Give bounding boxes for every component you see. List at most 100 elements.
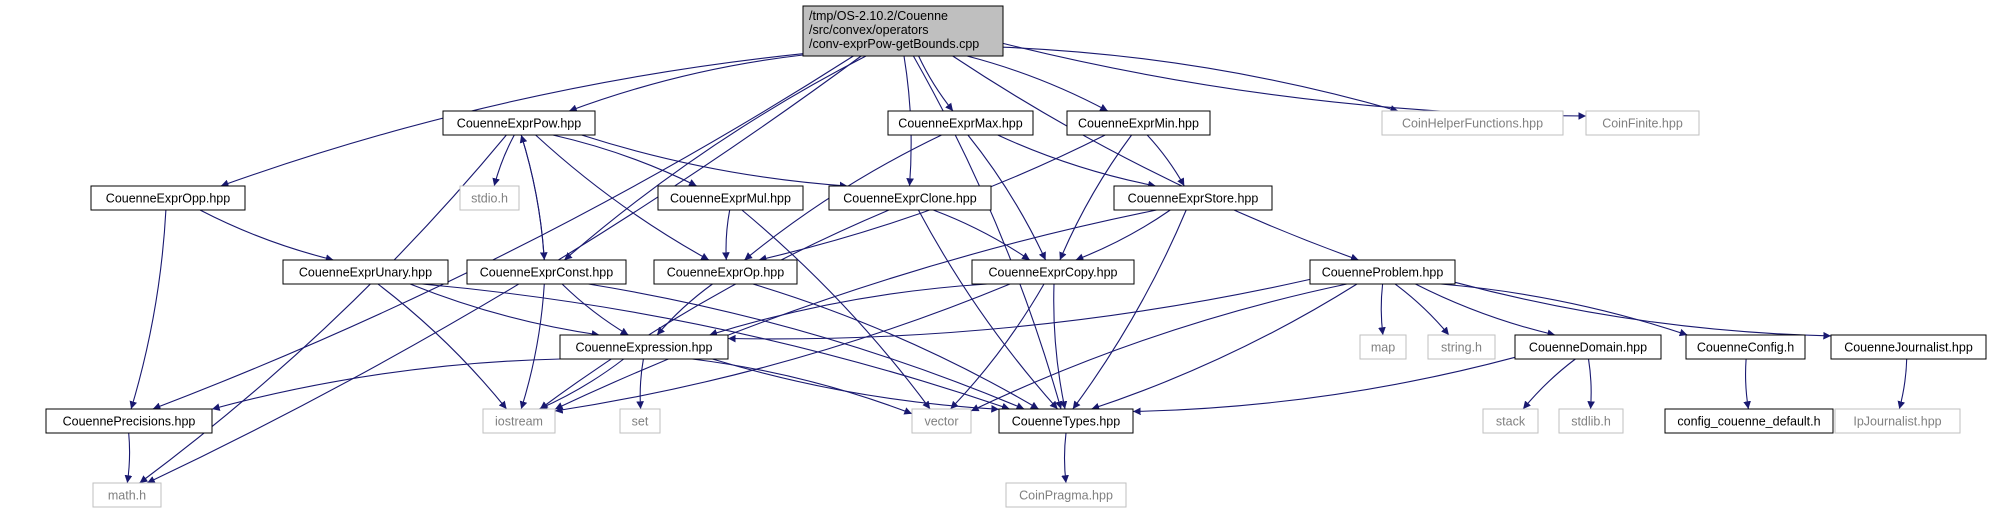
node-stdio: stdio.h — [459, 185, 520, 211]
node-label: CouenneTypes.hpp — [1012, 415, 1120, 429]
node-label: CouenneConfig.h — [1697, 341, 1794, 355]
node-min[interactable]: CouenneExprMin.hpp — [1066, 110, 1211, 136]
node-box — [1834, 408, 1961, 434]
node-label: iostream — [495, 415, 543, 429]
root-label-line: /tmp/OS-2.10.2/Couenne — [809, 9, 948, 23]
edge-pow-to-stdio — [492, 134, 515, 187]
node-const[interactable]: CouenneExprConst.hpp — [466, 259, 627, 285]
node-config[interactable]: CouenneConfig.h — [1685, 334, 1806, 360]
node-mathh: math.h — [92, 482, 162, 508]
node-box — [1381, 110, 1564, 136]
edge-root-to-min — [966, 55, 1109, 112]
edge-mul-to-vector — [741, 209, 931, 410]
node-label: config_couenne_default.h — [1677, 415, 1820, 429]
edge-min-to-copy — [1059, 134, 1133, 261]
edge-root-to-coinhelper — [1002, 46, 1399, 113]
node-label: CouenneExprPow.hpp — [457, 117, 581, 131]
edge-clone-to-iostream — [539, 209, 890, 410]
node-domain[interactable]: CouenneDomain.hpp — [1514, 334, 1662, 360]
node-box — [559, 334, 729, 360]
node-configdefault[interactable]: config_couenne_default.h — [1664, 408, 1834, 434]
node-types[interactable]: CouenneTypes.hpp — [998, 408, 1134, 434]
node-mul[interactable]: CouenneExprMul.hpp — [657, 185, 804, 211]
node-label: CouenneProblem.hpp — [1322, 266, 1444, 280]
node-label: stack — [1496, 415, 1526, 429]
node-box — [911, 408, 972, 434]
edge-root-to-const — [563, 55, 867, 261]
edge-copy-to-types — [1053, 283, 1068, 410]
edge-max-to-store — [997, 134, 1156, 189]
node-box — [1309, 259, 1456, 285]
edge-const-to-expression — [561, 283, 629, 336]
node-label: CouenneJournalist.hpp — [1844, 341, 1973, 355]
node-set: set — [619, 408, 661, 434]
edge-op-to-expression — [656, 283, 713, 336]
node-journalist[interactable]: CouenneJournalist.hpp — [1830, 334, 1987, 360]
node-box — [92, 482, 162, 508]
node-label: CouenneExprClone.hpp — [843, 192, 976, 206]
node-label: CoinPragma.hpp — [1019, 489, 1113, 503]
node-expression[interactable]: CouenneExpression.hpp — [559, 334, 729, 360]
edge-opp-to-unary — [199, 209, 334, 262]
node-label: CouenneExprCopy.hpp — [988, 266, 1117, 280]
edge-min-to-store — [1146, 134, 1185, 187]
edge-mul-to-op — [722, 209, 731, 261]
edge-expression-to-iostream — [539, 358, 625, 410]
root-label-line: /src/convex/operators — [809, 23, 929, 37]
node-box — [45, 408, 213, 434]
edge-problem-to-types — [1091, 283, 1358, 411]
node-box — [1482, 408, 1539, 434]
node-box — [1359, 334, 1407, 360]
edge-clone-to-copy — [933, 209, 1031, 261]
node-op[interactable]: CouenneExprOp.hpp — [653, 259, 798, 285]
node-label: CouennePrecisions.hpp — [63, 415, 196, 429]
edge-problem-to-stringh — [1394, 283, 1450, 336]
node-unary[interactable]: CouenneExprUnary.hpp — [282, 259, 449, 285]
node-box — [828, 185, 992, 211]
node-box — [971, 259, 1135, 285]
nodes-layer: /tmp/OS-2.10.2/Couenne/src/convex/operat… — [45, 5, 1987, 508]
node-problem[interactable]: CouenneProblem.hpp — [1309, 259, 1456, 285]
node-box — [657, 185, 804, 211]
edges-layer — [124, 42, 1908, 484]
edge-store-to-iostream — [554, 209, 1157, 410]
edge-store-to-copy — [1075, 209, 1171, 261]
edge-problem-to-expression — [727, 278, 1311, 343]
edge-expression-to-vector — [692, 358, 913, 415]
node-opp[interactable]: CouenneExprOpp.hpp — [90, 185, 246, 211]
node-label: CouenneExprMul.hpp — [670, 192, 791, 206]
edge-problem-to-domain — [1415, 283, 1556, 337]
node-label: CouenneExpression.hpp — [576, 341, 713, 355]
edge-expression-to-set — [636, 358, 644, 410]
edge-unary-to-iostream — [377, 283, 508, 410]
node-box — [1005, 482, 1127, 508]
node-stack: stack — [1482, 408, 1539, 434]
node-copy[interactable]: CouenneExprCopy.hpp — [971, 259, 1135, 285]
node-label: CouenneExprUnary.hpp — [299, 266, 432, 280]
node-box — [653, 259, 798, 285]
node-label: CouenneExprOp.hpp — [667, 266, 784, 280]
edge-domain-to-types — [1132, 356, 1516, 416]
node-store[interactable]: CouenneExprStore.hpp — [1113, 185, 1273, 211]
node-box — [1427, 334, 1496, 360]
edge-const-to-iostream — [519, 283, 545, 410]
node-box — [1558, 408, 1624, 434]
node-clone[interactable]: CouenneExprClone.hpp — [828, 185, 992, 211]
node-label: set — [632, 415, 649, 429]
node-coinhelper: CoinHelperFunctions.hpp — [1381, 110, 1564, 136]
edge-root-to-opp — [220, 53, 804, 188]
node-pow[interactable]: CouenneExprPow.hpp — [442, 110, 596, 136]
root-file-node: /tmp/OS-2.10.2/Couenne/src/convex/operat… — [802, 5, 1004, 57]
node-label: CouenneExprOpp.hpp — [106, 192, 230, 206]
node-iostream: iostream — [482, 408, 556, 434]
edge-pow-to-const — [520, 134, 548, 261]
node-label: CouenneExprConst.hpp — [480, 266, 613, 280]
node-label: map — [1371, 341, 1395, 355]
edge-const-to-types — [588, 283, 1025, 410]
node-max[interactable]: CouenneExprMax.hpp — [887, 110, 1034, 136]
edge-clone-to-types — [917, 209, 1059, 410]
node-precisions[interactable]: CouennePrecisions.hpp — [45, 408, 213, 434]
edge-root-to-max — [918, 55, 954, 112]
edge-copy-to-vector — [950, 283, 1045, 410]
